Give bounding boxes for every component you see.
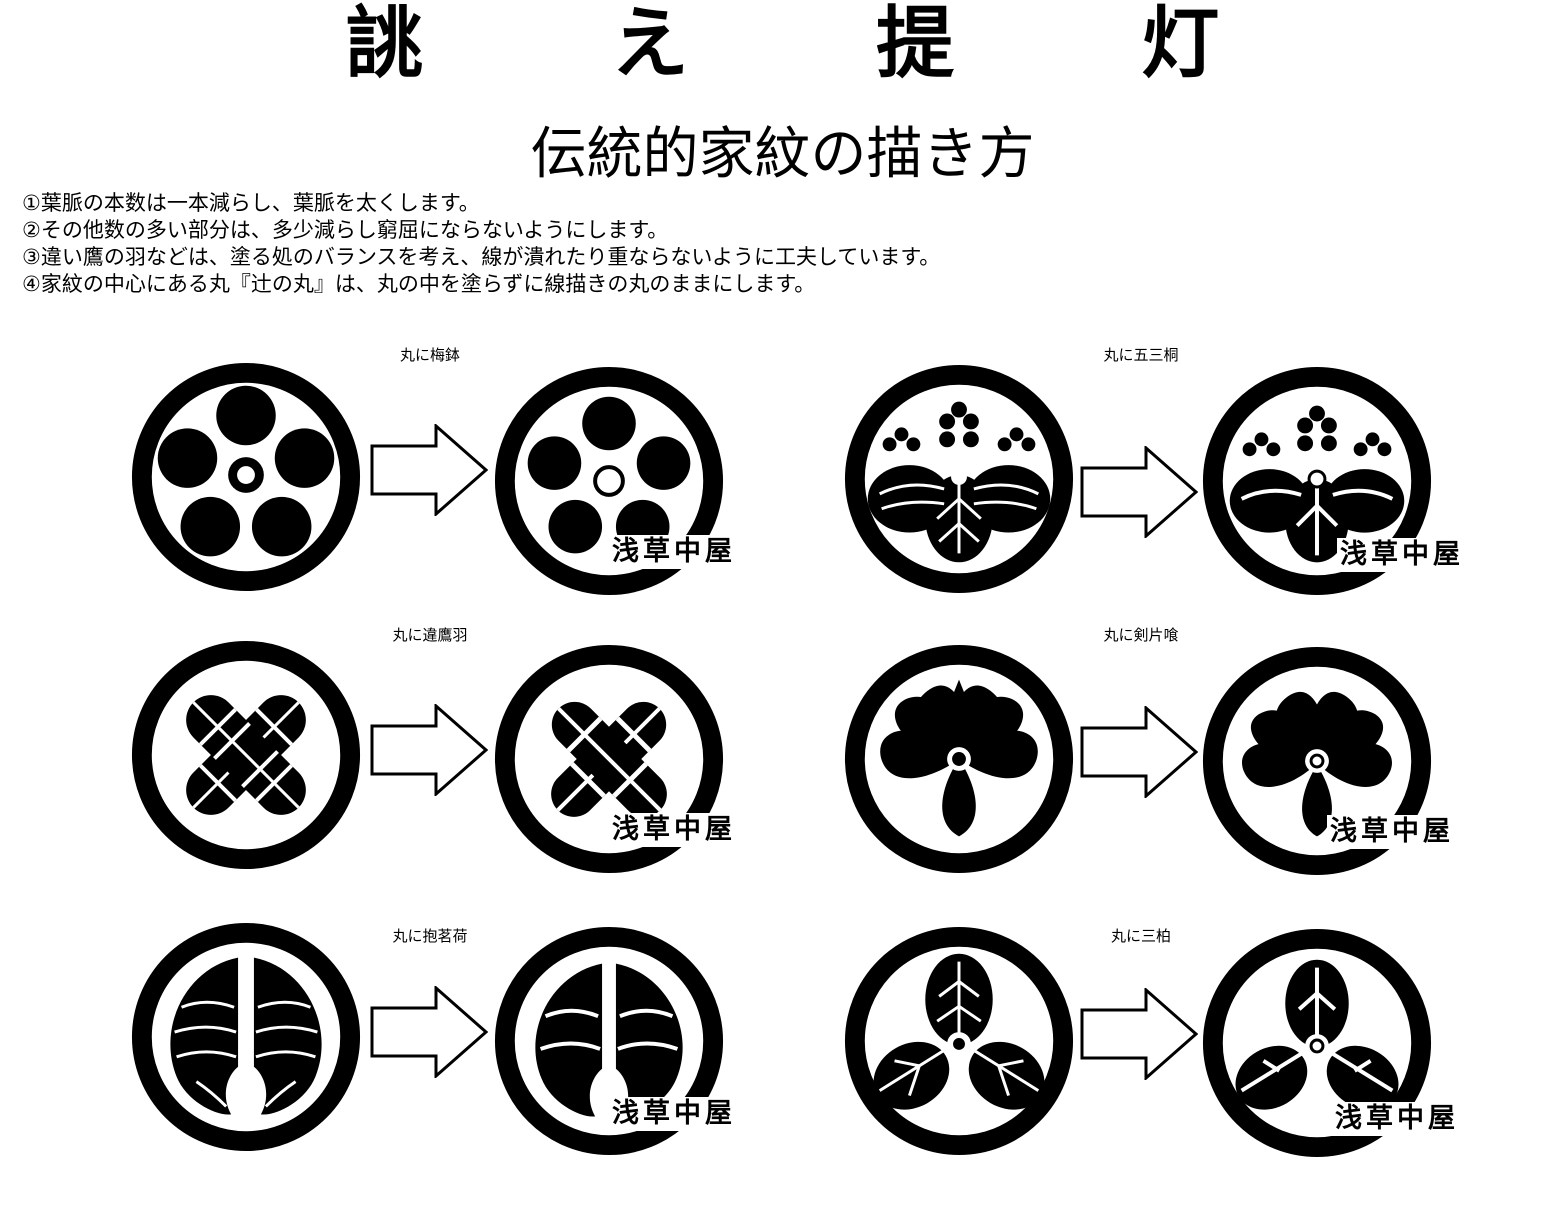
crest-umebachi-original: [127, 358, 365, 596]
rule-item: ④家紋の中心にある丸『辻の丸』は、丸の中を塗らずに線描きの丸のままにします。: [22, 272, 816, 296]
rule-item: ③違い鷹の羽などは、塗る処のバランスを考え、線が潰れたり重ならないように工夫して…: [22, 245, 941, 269]
crest-label-umebachi: 丸に梅鉢: [399, 346, 460, 364]
crest-daki-myoga-revised: [490, 922, 728, 1160]
crest-label-chigai-takanoha: 丸に違鷹羽: [392, 626, 468, 644]
crest-label-daki-myoga: 丸に抱茗荷: [392, 927, 468, 945]
arrow-right-icon: [370, 424, 488, 516]
rules-list: ①葉脈の本数は一本減らし、葉脈を太くします。 ②その他数の多い部分は、多少減らし…: [22, 190, 940, 298]
arrow-right-icon: [1080, 446, 1198, 538]
crest-label-gosan-kiri: 丸に五三桐: [1103, 346, 1179, 364]
crest-label-mitsu-gashiwa: 丸に三柏: [1110, 927, 1171, 945]
watermark-label: 浅草中屋: [609, 813, 739, 847]
arrow-right-icon: [1080, 706, 1198, 798]
watermark-label: 浅草中屋: [609, 1097, 739, 1131]
rule-item: ①葉脈の本数は一本減らし、葉脈を太くします。: [22, 191, 480, 215]
crest-umebachi-revised: [490, 362, 728, 600]
crest-mitsu-gashiwa-original: [840, 922, 1078, 1160]
arrow-right-icon: [1080, 988, 1198, 1080]
watermark-label: 浅草中屋: [1337, 538, 1467, 572]
watermark-label: 浅草中屋: [1332, 1102, 1462, 1136]
crest-ken-katabami-original: [840, 640, 1078, 878]
crest-chigai-takanoha-original: [127, 636, 365, 874]
crest-chigai-takanoha-revised: [490, 640, 728, 878]
crest-gosan-kiri-original: [840, 360, 1078, 598]
watermark-label: 浅草中屋: [609, 535, 739, 569]
watermark-label: 浅草中屋: [1327, 815, 1457, 849]
arrow-right-icon: [370, 704, 488, 796]
crest-gosan-kiri-revised: [1198, 362, 1436, 600]
crest-label-ken-katabami: 丸に剣片喰: [1103, 626, 1179, 644]
rule-item: ②その他数の多い部分は、多少減らし窮屈にならないようにします。: [22, 218, 669, 242]
crest-mitsu-gashiwa-revised: [1198, 924, 1436, 1162]
crest-daki-myoga-original: [127, 918, 365, 1156]
crest-ken-katabami-revised: [1198, 642, 1436, 880]
arrow-right-icon: [370, 986, 488, 1078]
page-title: 誂 え 提 灯: [345, 0, 1300, 89]
page-subtitle: 伝統的家紋の描き方: [530, 122, 1035, 187]
